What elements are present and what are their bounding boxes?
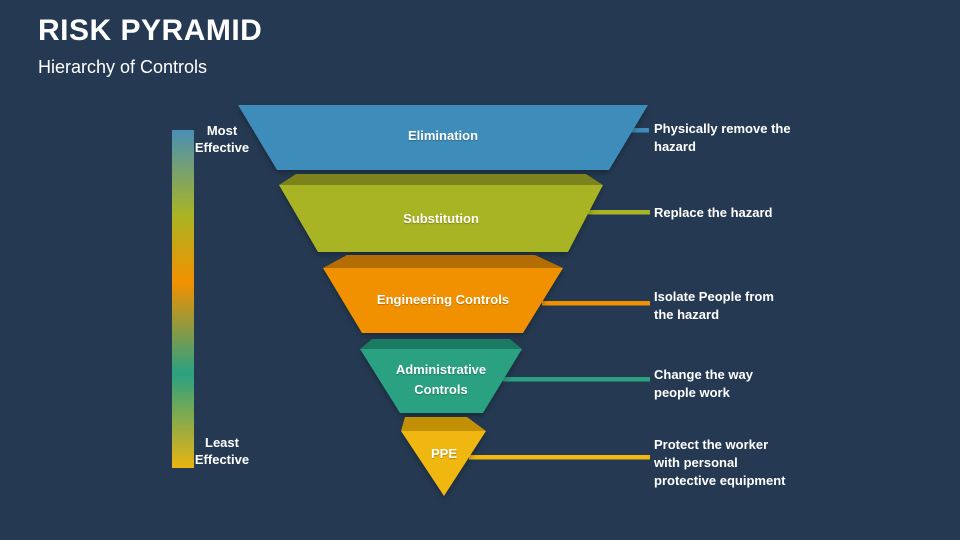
label-line: Substitution xyxy=(403,211,479,226)
connector-line-engineering xyxy=(542,301,650,306)
description-line: with personal xyxy=(654,455,738,470)
scale-label-line: Least xyxy=(205,435,239,450)
level-engineering-shape xyxy=(323,268,563,333)
level-label-ppe: PPE xyxy=(404,444,484,464)
description-line: Protect the worker xyxy=(654,437,769,452)
level-substitution-rim xyxy=(279,174,603,185)
level-substitution-shape xyxy=(279,185,603,252)
page-subtitle: Hierarchy of Controls xyxy=(38,57,208,77)
label-line: Controls xyxy=(414,382,468,397)
page-title: RISK PYRAMID xyxy=(38,14,263,47)
description-line: the hazard xyxy=(654,307,720,322)
description-substitution: Replace the hazard xyxy=(654,204,834,222)
connector-line-elimination xyxy=(626,128,649,133)
level-ppe-shape xyxy=(401,431,486,496)
level-label-substitution: Substitution xyxy=(311,209,571,229)
level-administrative-rim xyxy=(360,339,522,349)
description-elimination: Physically remove the hazard xyxy=(654,120,834,156)
description-line: Physically remove the xyxy=(654,121,791,136)
connector-line-substitution xyxy=(588,210,650,215)
description-ppe: Protect the worker with personal protect… xyxy=(654,436,834,490)
level-label-engineering: Engineering Controls xyxy=(313,290,573,310)
description-administrative: Change the way people work xyxy=(654,366,834,402)
level-elimination-shape xyxy=(238,105,648,170)
most-effective-label: Most Effective xyxy=(182,122,262,156)
level-label-administrative: Administrative Controls xyxy=(361,360,521,400)
level-ppe-rim xyxy=(401,417,486,431)
connector-line-administrative xyxy=(503,377,650,382)
label-line: Administrative xyxy=(395,362,487,377)
label-line: Elimination xyxy=(407,128,479,143)
scale-label-line: Most xyxy=(206,123,238,138)
scale-label-line: Effective xyxy=(194,140,250,155)
least-effective-label: Least Effective xyxy=(182,434,262,468)
description-line: protective equipment xyxy=(654,473,786,488)
level-label-elimination: Elimination xyxy=(313,126,573,146)
description-line: Change the way xyxy=(654,367,753,382)
label-line: PPE xyxy=(430,446,457,461)
level-engineering-rim xyxy=(323,255,563,268)
description-engineering: Isolate People from the hazard xyxy=(654,288,834,324)
scale-label-line: Effective xyxy=(194,452,250,467)
description-line: people work xyxy=(654,385,730,400)
level-administrative-shape xyxy=(360,349,522,413)
connector-line-ppe xyxy=(469,455,650,460)
description-line: Isolate People from xyxy=(654,289,774,304)
description-line: Replace the hazard xyxy=(654,205,773,220)
label-line: Engineering Controls xyxy=(376,292,510,307)
effectiveness-gradient-bar xyxy=(172,130,194,468)
description-line: hazard xyxy=(654,139,696,154)
